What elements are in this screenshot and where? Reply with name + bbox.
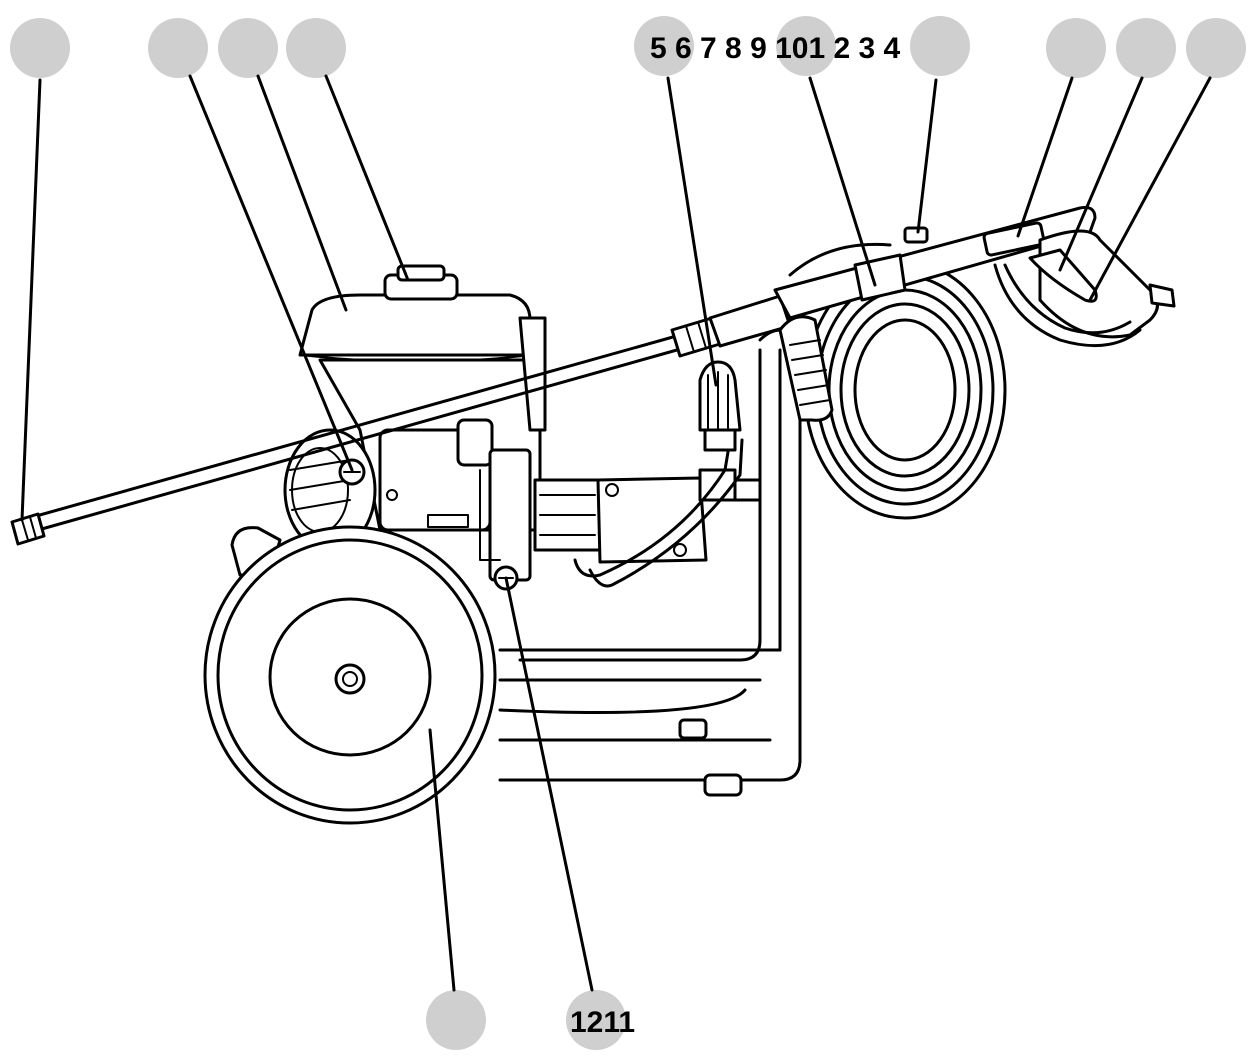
engine: [230, 264, 547, 582]
callout-bubble: [218, 18, 278, 78]
trigger-gun: [773, 206, 1176, 422]
wheel: [203, 525, 497, 825]
leader-lines: [20, 74, 1212, 992]
callout-bubble: [1116, 18, 1176, 78]
frame: [498, 328, 802, 797]
callout-bubble: [286, 18, 346, 78]
callout-bubble: [1186, 18, 1246, 78]
callout-bubble: [634, 16, 694, 76]
callout-bubble: [910, 16, 970, 76]
callout-text-bottom: 1211: [570, 1006, 635, 1039]
callout-bubble: [1046, 18, 1106, 78]
pump: [493, 360, 762, 591]
callout-bubbles: [10, 16, 1246, 1050]
callout-bubble: [566, 990, 626, 1050]
spray-lance: [10, 294, 792, 546]
callout-bubble: [776, 16, 836, 76]
callout-bubble: [148, 18, 208, 78]
callout-bubble: [426, 990, 486, 1050]
callout-text-top: 5 6 7 8 9 101 2 3 4: [650, 32, 901, 65]
callout-bubble: [10, 18, 70, 78]
